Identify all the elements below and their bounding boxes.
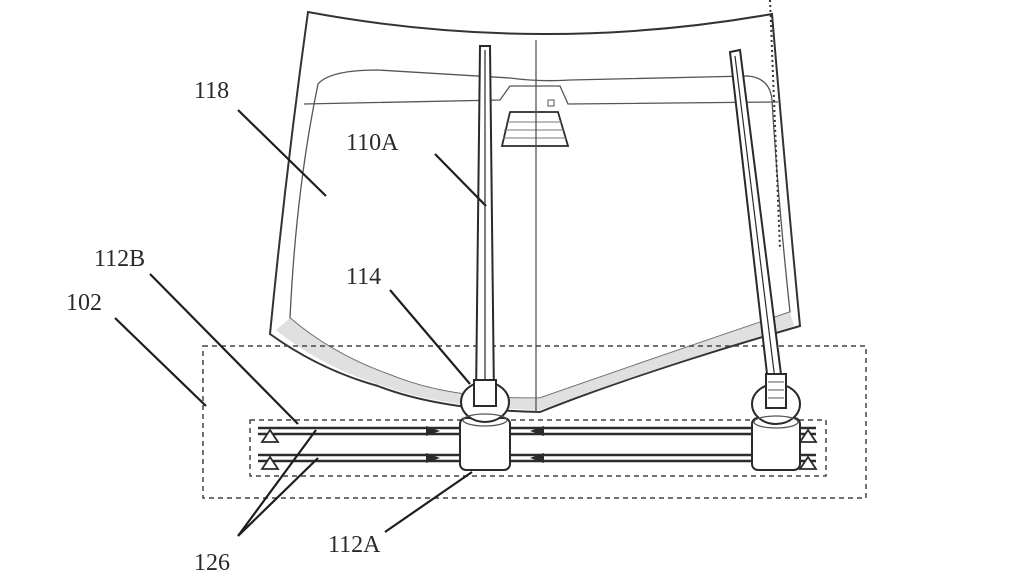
windshield-lower-shading xyxy=(276,312,794,410)
rail-end-left-lower xyxy=(260,455,280,470)
mirror-mount-icon xyxy=(500,111,570,147)
label-110a: 110A xyxy=(346,130,399,156)
leader-lines xyxy=(114,109,487,537)
right-arm-base-hatch xyxy=(768,381,784,399)
rail-arrow-left-upper xyxy=(426,426,440,436)
right-wiper-arm-core xyxy=(734,55,778,397)
reference-labels: 118 110A 114 112B 102 112A 126 xyxy=(66,78,399,576)
left-wiper-assembly xyxy=(459,45,511,471)
left-arm-base xyxy=(473,379,497,407)
mirror-mount-hatch xyxy=(503,121,566,139)
right-pivot-base xyxy=(753,415,799,429)
right-arm-base xyxy=(765,373,787,409)
sensor-icon xyxy=(547,99,555,107)
label-118: 118 xyxy=(194,78,229,104)
label-112b: 112B xyxy=(94,246,145,272)
leader-112a xyxy=(384,471,473,533)
leader-114 xyxy=(389,289,471,385)
system-enclosure xyxy=(202,345,867,499)
leader-126-a xyxy=(237,429,317,537)
windshield xyxy=(268,0,802,414)
leader-112b xyxy=(149,273,299,425)
rail-end-left-upper xyxy=(260,428,280,443)
rail-arrow-right-lower xyxy=(530,453,544,463)
leader-110a xyxy=(434,153,487,207)
rail-end-right-upper xyxy=(798,428,818,443)
rail-end-right-lower xyxy=(798,455,818,470)
leader-118 xyxy=(237,109,327,197)
leader-126-b xyxy=(237,457,319,537)
label-112a: 112A xyxy=(328,532,381,558)
rail-enclosure xyxy=(249,419,827,477)
rail-arrow-left-lower xyxy=(426,453,440,463)
rail-arrow-right-upper xyxy=(530,426,544,436)
label-126: 126 xyxy=(194,550,230,576)
left-pivot-base xyxy=(462,413,508,427)
label-102: 102 xyxy=(66,290,102,316)
rails xyxy=(258,426,818,470)
windshield-outer-outline xyxy=(268,10,802,414)
label-114: 114 xyxy=(346,264,381,290)
windshield-upper-band xyxy=(303,85,779,105)
leader-102 xyxy=(114,317,207,407)
pillar-dotted-line xyxy=(769,0,781,251)
right-wiper-assembly xyxy=(728,48,801,471)
